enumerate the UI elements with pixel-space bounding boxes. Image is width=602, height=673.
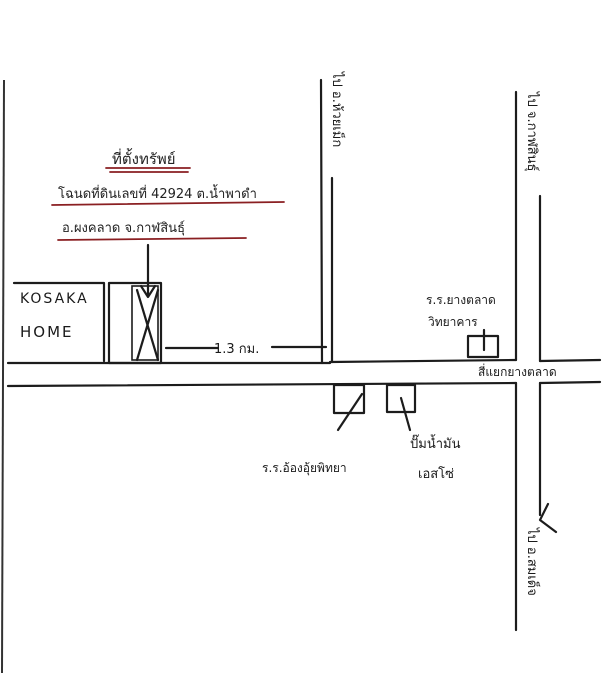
distance-label: 1.3 กม.	[214, 342, 259, 357]
page-edge	[1, 79, 5, 673]
school-bottom-landmark: ร.ร.อ้องอุ้ยพิทยา	[262, 383, 366, 476]
title-underline-2	[51, 201, 285, 206]
title-underline-3	[57, 237, 247, 241]
school-top-line-2: วิทยาคาร	[428, 315, 478, 329]
title-line-3: อ.ผงคลาด จ.กาฬสินธุ์	[62, 220, 185, 236]
title-line-2: โฉนดที่ดินเลขที่ 42924 ต.น้ำพาดำ	[58, 184, 257, 202]
gas-station-landmark: ปั๊มน้ำมัน เอสโซ่	[385, 383, 461, 482]
gas-station-line-1: ปั๊มน้ำมัน	[410, 434, 461, 452]
distance-marker: 1.3 กม.	[164, 342, 328, 357]
road-north-right: ไป จ.กาฬสินธุ์	[514, 90, 542, 363]
title-block: ที่ตั้งทรัพย์ โฉนดที่ดินเลขที่ 42924 ต.น…	[51, 148, 285, 241]
school-bottom-label: ร.ร.อ้องอุ้ยพิทยา	[262, 461, 347, 476]
property-label-line-2: HOME	[20, 323, 74, 341]
road-south-right: ไป อ.สมเด็จ	[514, 381, 558, 632]
school-top-line-1: ร.ร.ยางตลาด	[426, 293, 496, 307]
property-plot-icon	[107, 281, 163, 365]
road-north-left-label: ไป อ.ห้วยเม็ก	[329, 71, 347, 147]
school-top-landmark: ร.ร.ยางตลาด วิทยาคาร	[426, 293, 500, 359]
main-road	[6, 358, 602, 388]
road-south-right-label: ไป อ.สมเด็จ	[524, 527, 542, 596]
kosaka-home-building: KOSAKA HOME	[12, 281, 106, 363]
intersection-label: สี่แยกยางตลาด	[478, 363, 557, 379]
gas-station-line-2: เอสโซ่	[418, 466, 454, 482]
title-line-1: ที่ตั้งทรัพย์	[112, 148, 176, 168]
pointer-arrow-icon	[139, 243, 157, 299]
property-label-line-1: KOSAKA	[20, 291, 89, 307]
road-north-left: ไป อ.ห้วยเม็ก	[319, 71, 347, 365]
road-north-right-label: ไป จ.กาฬสินธุ์	[524, 91, 540, 172]
